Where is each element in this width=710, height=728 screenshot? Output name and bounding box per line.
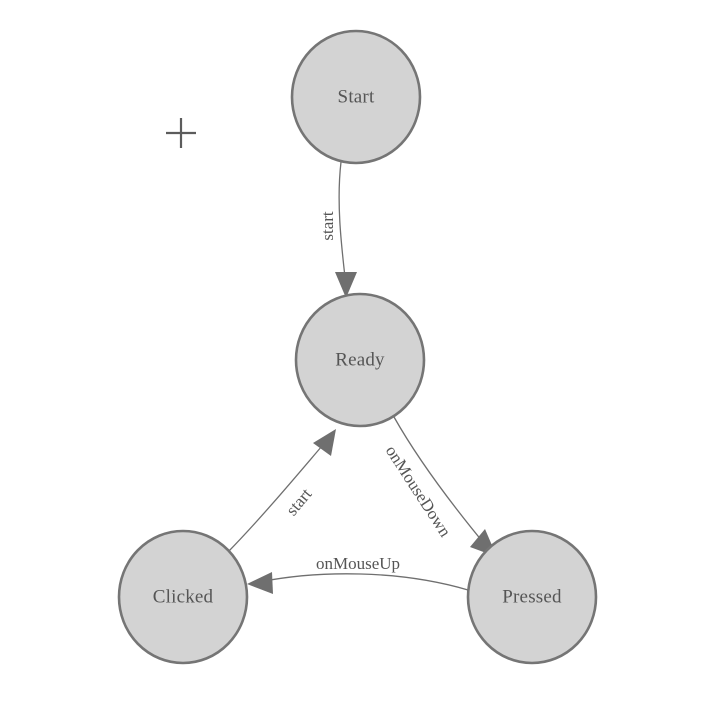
node-shape <box>466 529 598 665</box>
edge-label-onmouseup: onMouseUp <box>316 554 400 573</box>
edge-ready-to-pressed[interactable]: onMouseDown <box>382 416 497 557</box>
node-label: Pressed <box>502 586 562 607</box>
arrowhead-icon <box>247 572 273 594</box>
arrowhead-icon <box>313 429 336 456</box>
edge-line <box>338 161 347 287</box>
crosshair-plus-icon[interactable] <box>166 118 196 148</box>
edge-label-start-return: start <box>282 484 316 519</box>
edge-clicked-to-ready[interactable]: start <box>227 429 336 553</box>
state-node-start[interactable]: Start <box>290 29 422 165</box>
state-node-ready[interactable]: Ready <box>294 292 426 428</box>
node-label: Ready <box>335 349 385 370</box>
edge-pressed-to-clicked[interactable]: onMouseUp <box>247 554 469 594</box>
edge-label-start: start <box>318 211 337 241</box>
edge-line <box>393 416 488 548</box>
edge-line <box>227 438 329 553</box>
arrowhead-icon <box>335 272 357 298</box>
node-shape <box>294 292 426 428</box>
nodes-layer: Start Ready Clicked Pressed <box>117 29 598 665</box>
node-shape <box>117 529 249 665</box>
node-label: Clicked <box>153 586 214 607</box>
state-node-clicked[interactable]: Clicked <box>117 529 249 665</box>
node-shape <box>290 29 422 165</box>
edge-line <box>258 573 469 591</box>
state-node-pressed[interactable]: Pressed <box>466 529 598 665</box>
edge-start-to-ready[interactable]: start <box>318 161 357 298</box>
node-label: Start <box>338 86 375 107</box>
